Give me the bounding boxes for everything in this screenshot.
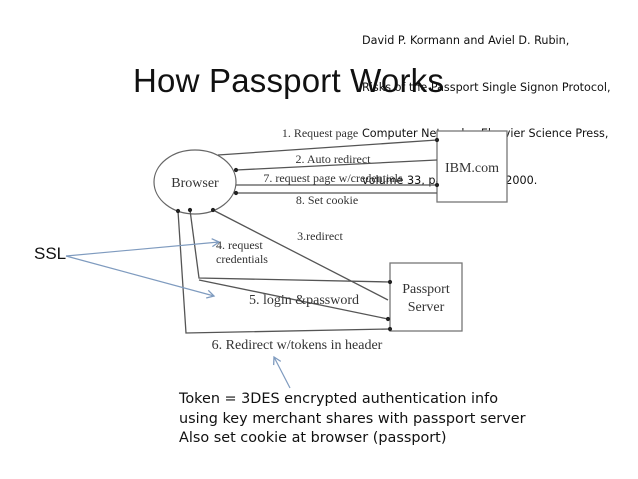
browser-node: Browser — [153, 149, 237, 215]
token-note: Token = 3DES encrypted authentication in… — [179, 390, 526, 449]
token-note-line: Also set cookie at browser (passport) — [179, 430, 447, 446]
ssl-label: SSL — [34, 244, 67, 263]
label-request-credentials-line2: credentials — [216, 252, 268, 266]
token-note-line: Token = 3DES encrypted authentication in… — [179, 391, 499, 407]
label-request-with-credentials: 7. request page w/credentials — [263, 171, 403, 185]
citation-line: Computer Networks, Elsevier Science Pres… — [362, 127, 609, 140]
label-set-cookie: 8. Set cookie — [296, 193, 358, 207]
arrow-auto-redirect — [233, 159, 438, 173]
ibm-label: IBM.com — [445, 161, 499, 176]
token-note-line: using key merchant shares with passport … — [179, 410, 526, 427]
passport-label-line2: Server — [408, 300, 445, 315]
passport-label-line1: Passport — [402, 282, 450, 297]
arrow-redirect-tokens — [175, 208, 393, 334]
label-request-page: 1. Request page — [282, 126, 358, 140]
passport-server-node: Passport Server — [389, 262, 463, 332]
slide-title: How Passport Works — [133, 62, 445, 99]
citation: David P. Kormann and Aviel D. Rubin, Ris… — [362, 2, 611, 204]
browser-label: Browser — [171, 176, 219, 191]
token-arrow-to-redirect — [273, 355, 291, 389]
ibm-node: IBM.com — [436, 130, 508, 203]
ssl-arrow-to-login — [65, 255, 216, 299]
label-login-password: 5. login &password — [249, 293, 359, 308]
arrow-request-page — [217, 137, 440, 156]
label-request-credentials-line1: 4. request — [216, 238, 263, 252]
label-redirect-tokens: 6. Redirect w/tokens in header — [212, 338, 383, 353]
label-auto-redirect: 2. Auto redirect — [296, 152, 372, 166]
ssl-arrow-to-request-credentials — [65, 238, 221, 257]
label-redirect-3: 3.redirect — [297, 229, 343, 243]
citation-line: David P. Kormann and Aviel D. Rubin, — [362, 34, 570, 47]
citation-line: Risks of the Passport Single Signon Prot… — [362, 80, 611, 94]
